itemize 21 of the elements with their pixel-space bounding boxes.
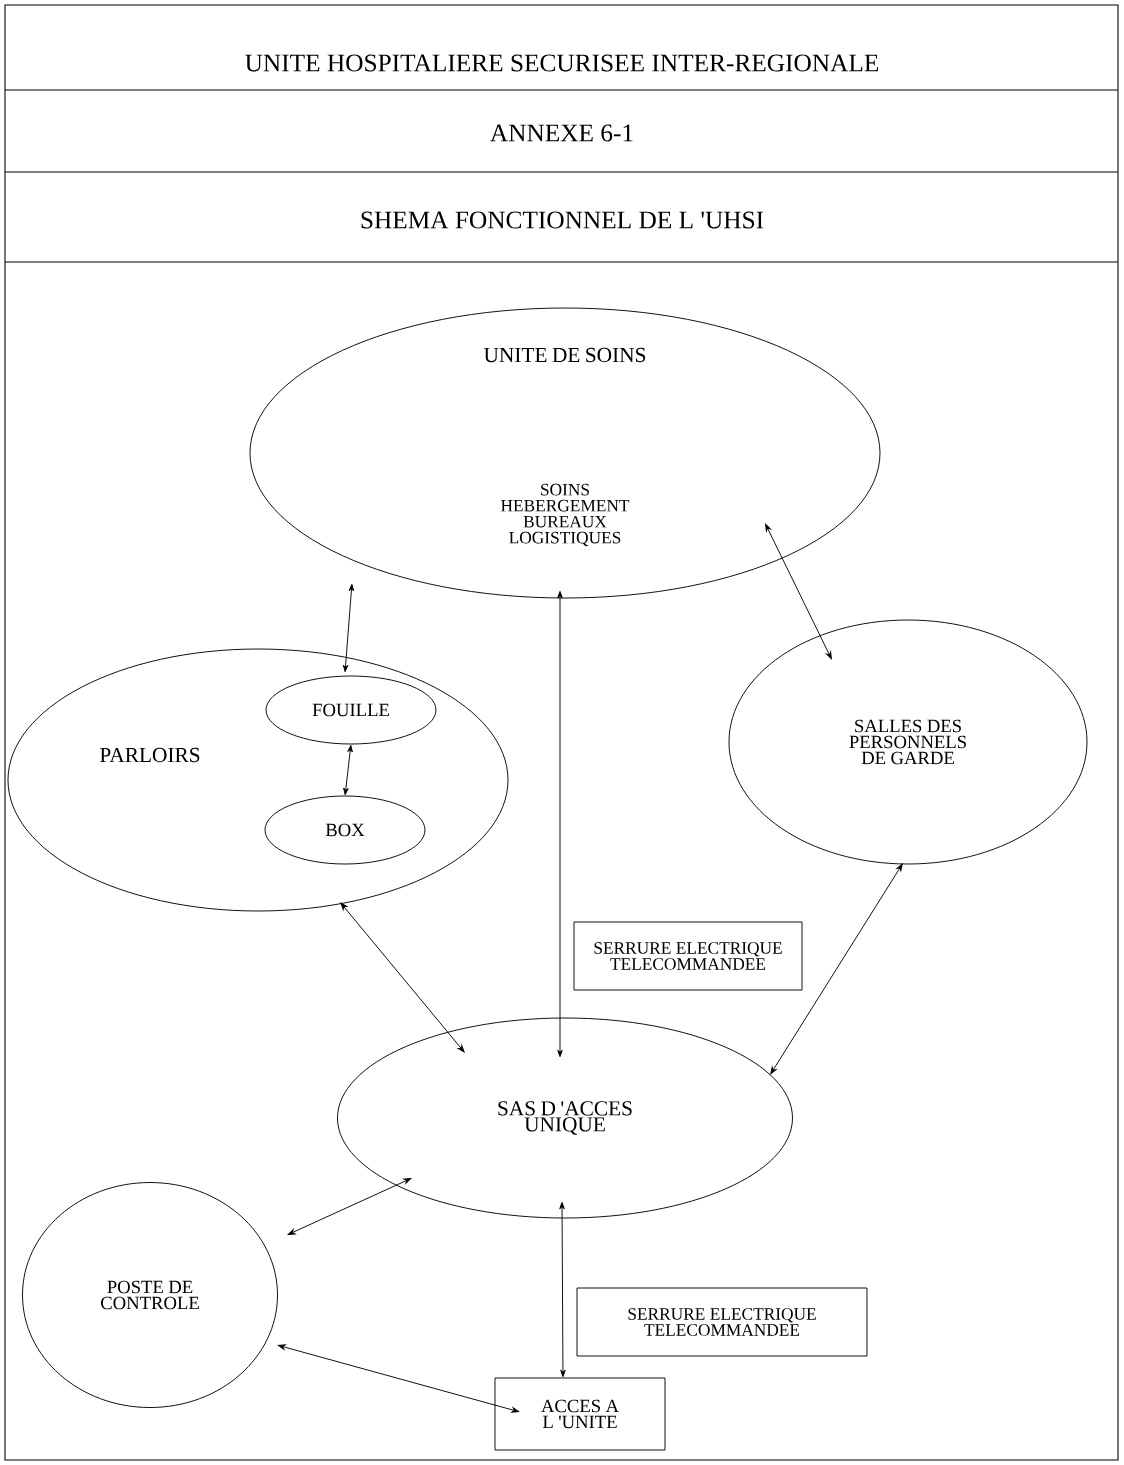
lock-box: SERRURE ELECTRIQUE TELECOMMANDEE — [573, 921, 803, 991]
oval-node: SAS D 'ACCES UNIQUE — [337, 1017, 793, 1219]
title: UNITE HOSPITALIERE SECURISEE INTER-REGIONALE — [245, 54, 879, 72]
oval-node: BOX — [264, 795, 426, 865]
lock-box: SERRURE ELECTRIQUE TELECOMMANDEE — [576, 1287, 868, 1357]
arrow — [287, 1178, 412, 1235]
arrow — [342, 583, 355, 673]
arrow — [557, 590, 563, 1058]
arrow — [277, 1344, 520, 1413]
arrow — [765, 523, 832, 660]
arrow — [343, 744, 353, 796]
arrow — [340, 902, 465, 1053]
heading: ANNEXE 6-1 — [490, 124, 633, 142]
lock-box: ACCES A L 'UNITE — [494, 1377, 666, 1451]
oval-node: FOUILLE — [265, 675, 437, 745]
oval-node: UNITE DE SOINS SOINS HEBERGEMENT BUREAUX LOGISTIQUES — [249, 307, 881, 599]
arrow — [559, 1201, 566, 1378]
arrow — [770, 863, 903, 1075]
heading: SHEMA FONCTIONNEL DE L 'UHSI — [361, 211, 764, 229]
oval-node: SALLES DES PERSONNELS DE GARDE — [728, 619, 1088, 865]
oval-node: POSTE DE CONTROLE — [22, 1182, 278, 1408]
